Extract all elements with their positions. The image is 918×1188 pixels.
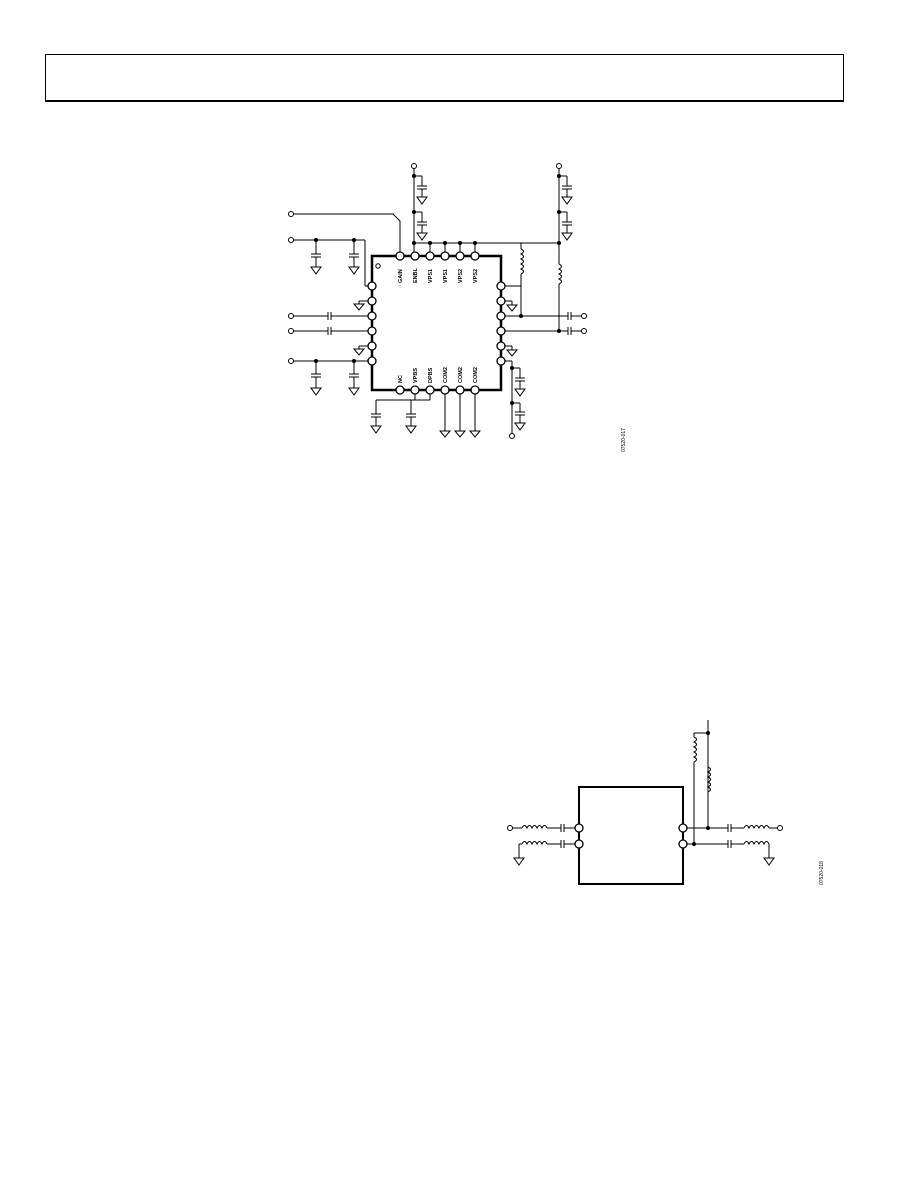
figure-code-1: 07520-017 bbox=[621, 428, 627, 452]
device-block bbox=[578, 786, 684, 885]
right-outputs bbox=[505, 300, 587, 439]
pin-label-gain: GAIN bbox=[398, 269, 404, 283]
pin-label-com2-b: COM2 bbox=[458, 367, 464, 383]
pin-label-dpbs: DPBS bbox=[428, 367, 434, 383]
left-inputs bbox=[288, 237, 368, 396]
gain-wire bbox=[288, 211, 401, 252]
ic-package-outline bbox=[370, 254, 503, 392]
pin-label-vps1-a: VPS1 bbox=[428, 269, 434, 283]
supply-top-right bbox=[505, 163, 573, 333]
pin-label-enbl: ENBL bbox=[413, 267, 419, 283]
pin-label-vps2-a: VPS2 bbox=[458, 269, 464, 283]
left-pin-circles bbox=[367, 281, 377, 366]
pin-label-vps1-b: VPS1 bbox=[443, 269, 449, 283]
page-header-frame bbox=[45, 54, 844, 102]
figure-code-2: 07520-018 bbox=[819, 861, 825, 885]
supply-top-left bbox=[411, 163, 517, 252]
balun-matching-diagram: 07520-018 bbox=[507, 720, 825, 885]
application-circuit-diagram: GAIN ENBL VPS1 VPS1 VPS2 VPS2 NC VPBS DP… bbox=[288, 163, 627, 452]
pin1-indicator bbox=[375, 263, 381, 269]
pin-label-vps2-b: VPS2 bbox=[473, 269, 479, 283]
pin-label-com2-a: COM2 bbox=[443, 367, 449, 383]
pin-label-nc: NC bbox=[398, 375, 404, 383]
pin-label-vpbs: VPBS bbox=[413, 368, 419, 383]
bottom-wiring bbox=[370, 389, 482, 438]
pin-label-com2-c: COM2 bbox=[473, 367, 479, 383]
top-pin-circles bbox=[395, 251, 480, 261]
bottom-pin-circles bbox=[395, 385, 480, 395]
